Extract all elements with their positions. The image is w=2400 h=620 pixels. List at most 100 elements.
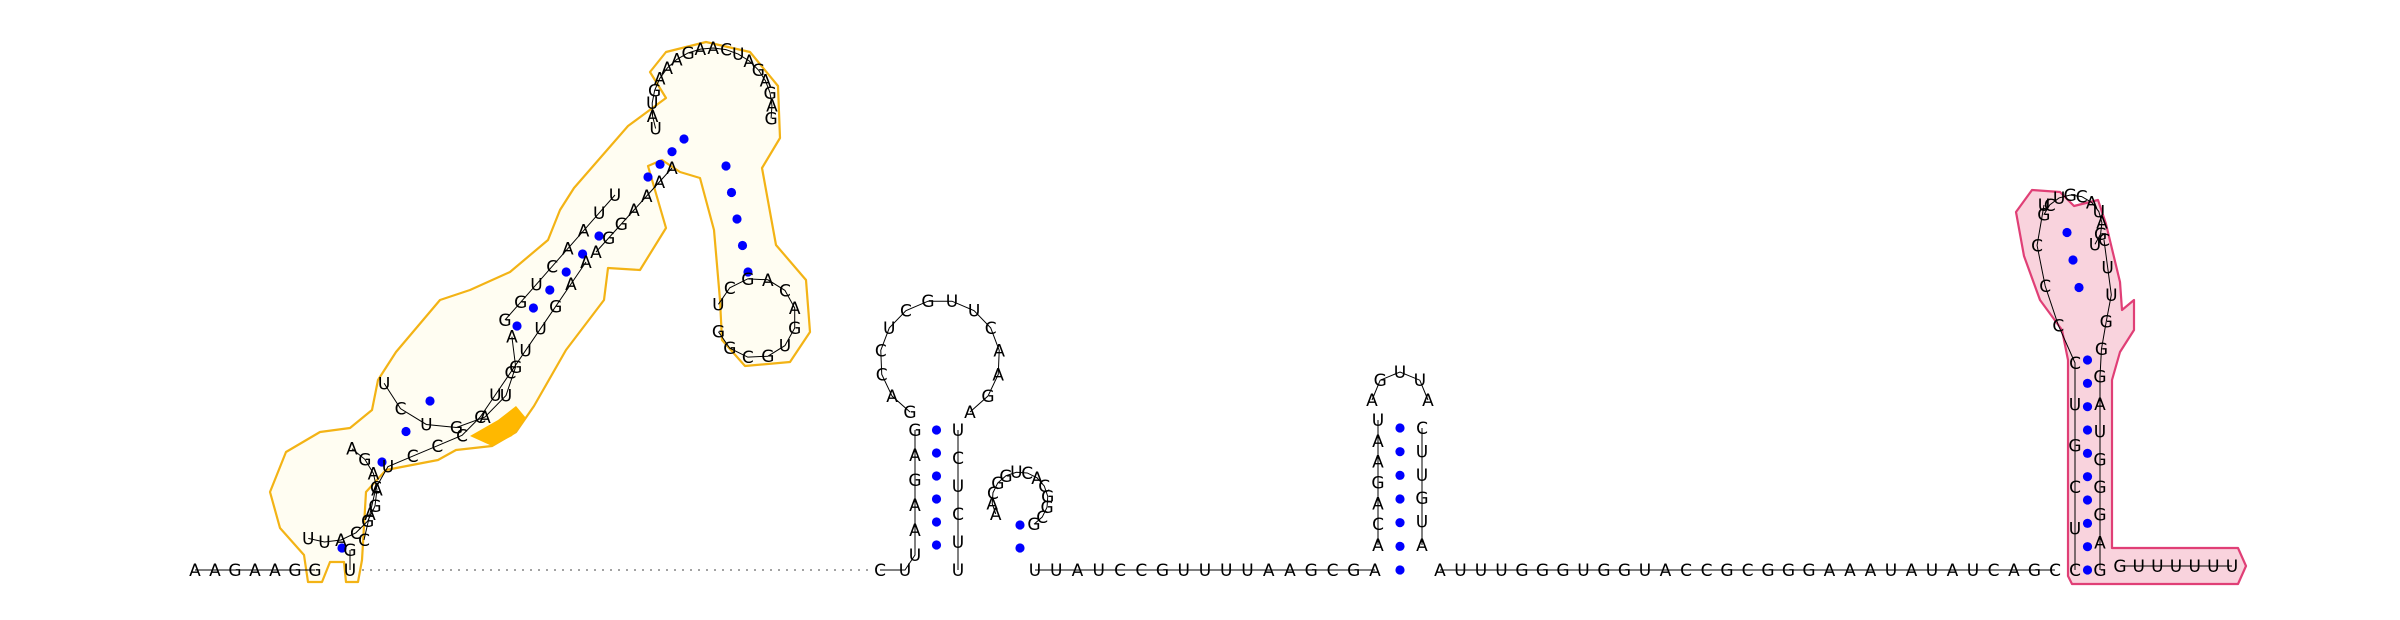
nucleotide-small-hairpin: C bbox=[987, 484, 999, 504]
nucleotide-left-tail: G bbox=[308, 561, 321, 581]
nucleotide-domain1-lower-right: U bbox=[519, 342, 531, 362]
nucleotide-domain1-lower-right: U bbox=[382, 458, 394, 478]
nucleotide-right-linker: G bbox=[1515, 561, 1528, 581]
base-pair-dot-d1s3 bbox=[643, 172, 653, 182]
base-pair-dot-d2s1 bbox=[2082, 448, 2093, 458]
nucleotide-domain1-top-loop: U bbox=[649, 120, 661, 140]
base-pair-dot-d1s1 bbox=[425, 396, 435, 406]
nucleotide-middle-linker: U bbox=[1029, 561, 1041, 581]
nucleotide-hairpin3-loop: G bbox=[1374, 371, 1387, 391]
nucleotide-middle-linker: U bbox=[1050, 561, 1062, 581]
base-pair-dot-d2s2 bbox=[2062, 227, 2072, 238]
nucleotide-middle-linker: A bbox=[1369, 561, 1381, 581]
base-pair-dot-d2s1 bbox=[2082, 425, 2093, 435]
base-pair-dot-d1s4 bbox=[721, 161, 731, 171]
nucleotide-domain1-5p-stem: G bbox=[368, 497, 381, 517]
nucleotide-domain2-loop: A bbox=[2086, 193, 2098, 213]
nucleotide-domain2-stem-right: G bbox=[2093, 478, 2106, 498]
nucleotide-domain1-top-loop: A bbox=[766, 97, 778, 117]
nucleotide-right-linker: G bbox=[1782, 561, 1795, 581]
base-pair-dot-d1s2 bbox=[545, 285, 555, 295]
nucleotide-domain1-5p-stem: A bbox=[335, 531, 347, 551]
base-pair-dot-d1s4 bbox=[732, 214, 742, 224]
highlight-domain-1 bbox=[268, 40, 812, 584]
nucleotide-domain1-5p-stem: G bbox=[358, 450, 371, 470]
nucleotide-hairpin2-loop: U bbox=[968, 302, 980, 322]
base-pair-dot-d2s1 bbox=[2082, 472, 2093, 482]
nucleotide-domain2-stem-left: C bbox=[2039, 277, 2051, 297]
nucleotide-domain2-stem-left: C bbox=[2052, 316, 2064, 336]
nucleotide-domain1-stem3: A bbox=[578, 222, 590, 242]
base-pair-dot-d1s2 bbox=[561, 267, 571, 277]
backbone-hairpin3-loop bbox=[1371, 371, 1429, 401]
highlight-spot bbox=[470, 406, 526, 446]
nucleotide-right-linker: U bbox=[1967, 561, 1979, 581]
nucleotide-left-tail: G bbox=[228, 561, 241, 581]
nucleotide-domain2-loop: C bbox=[2044, 196, 2056, 216]
nucleotide-hairpin2-right: U bbox=[952, 477, 964, 497]
nucleotide-domain1-top-loop: A bbox=[647, 107, 659, 127]
base-pair-dot-d2s2 bbox=[2068, 255, 2078, 265]
nucleotide-domain1-stem3: G bbox=[514, 293, 527, 313]
nucleotide-domain1-terminal-hairpin: U bbox=[712, 295, 724, 315]
nucleotide-domain1-terminal-hairpin: A bbox=[789, 299, 801, 319]
backbone-domain1-terminal-hairpin bbox=[718, 278, 796, 358]
base-pair-dot-d1s2 bbox=[594, 231, 604, 241]
nucleotide-right-linker: C bbox=[1742, 561, 1754, 581]
base-pair-dot-d1s4 bbox=[743, 267, 753, 277]
nucleotide-domain2-loop: U bbox=[2089, 235, 2101, 255]
nucleotide-domain1-top-loop: C bbox=[720, 41, 732, 61]
nucleotide-hairpin2-left: U bbox=[899, 561, 911, 581]
nucleotide-domain1-top-loop: G bbox=[763, 84, 776, 104]
nucleotide-domain1-loop2: U bbox=[500, 386, 512, 406]
nucleotide-hairpin2-loop: U bbox=[946, 292, 958, 312]
nucleotide-domain1-loop2: U bbox=[378, 374, 390, 394]
nucleotide-hairpin3-left: A bbox=[1372, 494, 1384, 514]
nucleotide-domain1-lower-right: C bbox=[370, 479, 382, 499]
base-pair-dot-d1s5 bbox=[337, 543, 347, 553]
nucleotide-domain2-loop: U bbox=[2053, 189, 2065, 209]
nucleotide-domain1-loop2: A bbox=[506, 328, 518, 348]
nucleotide-middle-linker: G bbox=[1347, 561, 1360, 581]
nucleotide-domain1-top-loop: A bbox=[695, 40, 707, 60]
nucleotide-domain1-stem3: A bbox=[562, 240, 574, 260]
base-pair-dot-d1s3 bbox=[667, 147, 677, 157]
nucleotide-hairpin2-loop: A bbox=[992, 365, 1004, 385]
nucleotide-domain2-stem-right: G bbox=[2093, 450, 2106, 470]
nucleotide-domain1-terminal-hairpin: C bbox=[742, 348, 754, 368]
nucleotide-domain1-5p-stem: U bbox=[302, 529, 314, 549]
backbone-domain2-loop bbox=[2043, 194, 2103, 245]
nucleotide-hairpin2-loop: G bbox=[981, 387, 994, 407]
nucleotide-domain1-5p-stem: A bbox=[346, 440, 358, 460]
base-pair-dot-d2s1 bbox=[2082, 542, 2093, 552]
nucleotide-domain1-lower-right: C bbox=[474, 408, 486, 428]
nucleotide-domain2-stem-right: U bbox=[2101, 258, 2113, 278]
base-pair-dot-d2s1 bbox=[2082, 402, 2093, 412]
nucleotide-domain1-right-stem: G bbox=[602, 229, 615, 249]
nucleotide-middle-linker: G bbox=[1305, 561, 1318, 581]
nucleotide-domain1-terminal-hairpin: C bbox=[779, 281, 791, 301]
backbone-small-hairpin bbox=[991, 471, 1049, 525]
nucleotide-domain2-stem-left: C bbox=[2031, 236, 2043, 256]
nucleotide-hairpin3-right: U bbox=[1416, 442, 1428, 462]
nucleotide-domain1-stem3: U bbox=[593, 204, 605, 224]
base-pair-dot-d1s2 bbox=[578, 249, 588, 259]
nucleotide-right-linker: G bbox=[1536, 561, 1549, 581]
nucleotide-right-linker: C bbox=[1988, 561, 2000, 581]
base-pair-dot-d1s1 bbox=[401, 426, 411, 437]
nucleotide-right-linker: A bbox=[1865, 561, 1877, 581]
nucleotide-hairpin2-left: C bbox=[874, 561, 886, 581]
nucleotide-domain1-top-loop: U bbox=[732, 45, 744, 65]
nucleotide-domain2-stem-left: C bbox=[2069, 478, 2081, 498]
base-pair-dot-h3 bbox=[1395, 518, 1405, 528]
nucleotide-left-tail: A bbox=[209, 561, 221, 581]
nucleotide-domain1-5p-stem: C bbox=[350, 524, 362, 544]
nucleotide-domain1-loop2: G bbox=[450, 418, 463, 438]
nucleotide-domain1-5p-stem: A bbox=[371, 481, 383, 501]
nucleotide-middle-linker: U bbox=[1178, 561, 1190, 581]
base-pair-dot-sh bbox=[1015, 543, 1025, 553]
nucleotide-domain1-top-loop: A bbox=[671, 50, 683, 70]
nucleotide-domain1-loop2: G bbox=[509, 358, 522, 378]
